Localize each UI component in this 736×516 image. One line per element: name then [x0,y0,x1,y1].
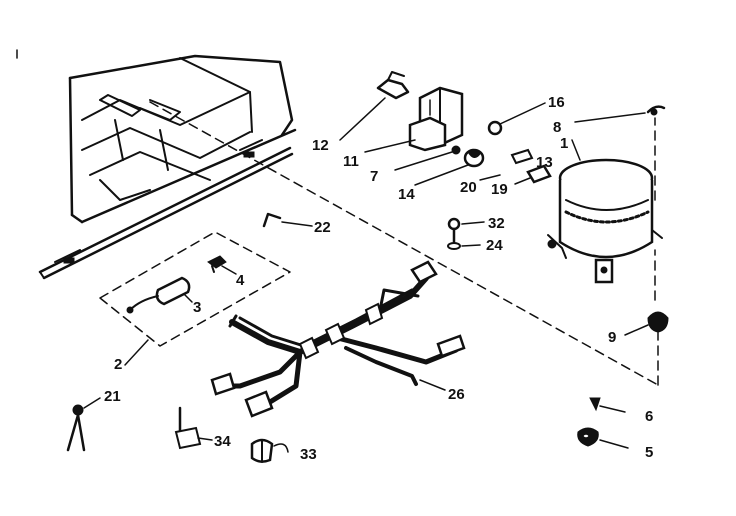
part-8-lead [574,105,666,123]
label-2: 2 [114,356,122,373]
alignment-lines [149,101,659,386]
part-33-nut [250,438,289,463]
part-4-clip [207,255,237,275]
callout-labels: 1 2 3 4 5 6 7 8 9 11 12 13 14 16 19 20 2… [104,94,653,463]
part-22-bracket [262,212,313,228]
part-14-cap [414,148,485,186]
part-34-bracket [174,406,213,450]
label-13: 13 [536,154,553,171]
part-32-screw [447,217,485,244]
part-20-wire [479,174,501,181]
label-8: 8 [553,119,561,136]
label-20: 20 [460,179,477,196]
part-19-connector [514,164,552,185]
label-5: 5 [645,444,653,461]
part-24-washer [447,242,481,250]
cabinet-base [38,54,297,280]
label-22: 22 [314,219,331,236]
label-1: 1 [560,135,568,152]
part-21-stand [66,397,101,452]
wiring-harness [210,260,466,418]
label-26: 26 [448,386,465,403]
part-2-kit-outline [99,231,291,366]
part-13-terminal [510,148,534,165]
label-6: 6 [645,408,653,425]
label-9: 9 [608,329,616,346]
label-4: 4 [236,272,245,289]
label-11: 11 [343,153,359,170]
label-7: 7 [370,168,378,185]
label-3: 3 [193,299,201,316]
label-24: 24 [486,237,503,254]
label-32: 32 [488,215,505,232]
part-16-washer [487,102,546,136]
part-12-clip [339,71,410,141]
part-7-grommet [394,145,461,171]
label-16: 16 [548,94,565,111]
label-14: 14 [398,186,415,203]
part-9-grommet [624,311,669,336]
label-12: 12 [312,137,329,154]
part-6-screw [589,397,626,413]
label-21: 21 [104,388,121,405]
label-19: 19 [491,181,508,198]
part-3-thermistor [126,276,193,314]
part-1-compressor [547,139,663,284]
part-5-grommet [577,427,629,449]
label-33: 33 [300,446,317,463]
part-11-relay [364,86,464,153]
label-34: 34 [214,433,231,450]
